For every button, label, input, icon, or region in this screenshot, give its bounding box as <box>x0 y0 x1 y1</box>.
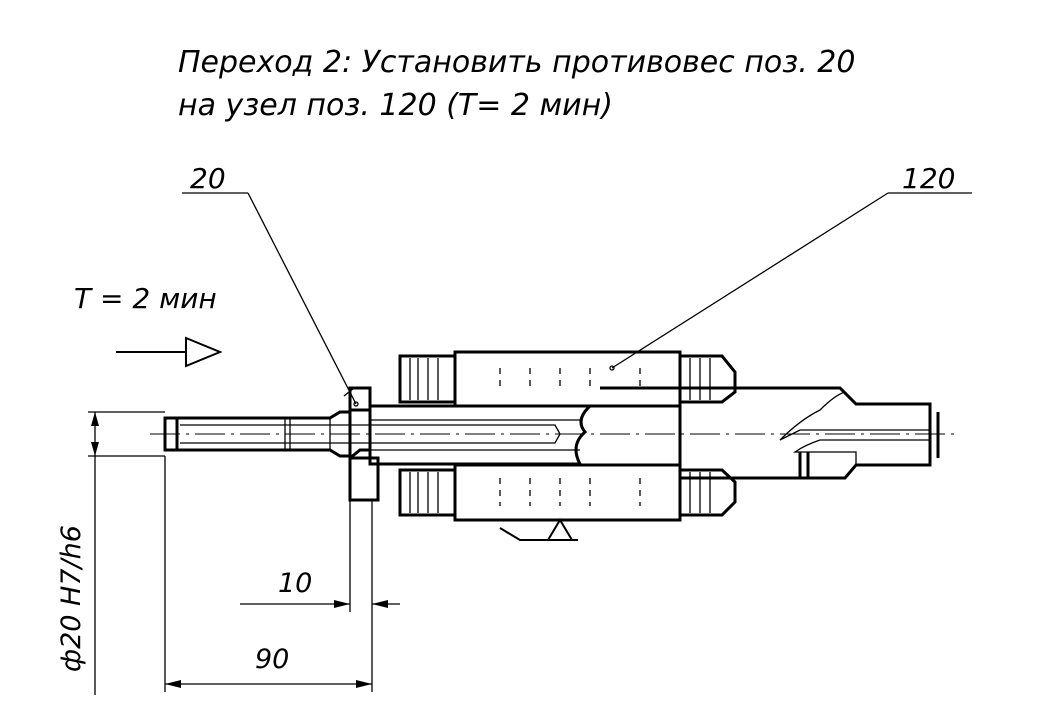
dimension-10-label: 10 <box>278 568 312 599</box>
shaft-section <box>368 404 594 466</box>
title-line-1: Переход 2: Установить противовес поз. 20 <box>178 45 855 80</box>
dimension-10: 10 <box>240 500 400 612</box>
support-symbol-icon <box>499 518 578 541</box>
rotor-core-upper <box>398 350 737 408</box>
title-line-2: на узел поз. 120 (T= 2 мин) <box>178 88 613 123</box>
callout-20-label: 20 <box>190 162 226 195</box>
rotor-core-lower <box>398 463 737 522</box>
dimension-90-label: 90 <box>255 644 289 675</box>
counterweight <box>343 386 380 502</box>
shaft-right <box>600 386 940 480</box>
dimension-90: 90 <box>164 456 373 692</box>
fit-dimension: ф20 H7/h6 <box>56 411 165 695</box>
callout-20: 20 <box>182 162 359 407</box>
tube <box>163 410 561 458</box>
fit-dimension-label: ф20 H7/h6 <box>56 525 87 672</box>
feed-arrow-icon <box>116 336 223 368</box>
time-label: T = 2 мин <box>74 282 217 315</box>
callout-120: 120 <box>609 162 972 371</box>
callout-120-label: 120 <box>902 162 955 195</box>
